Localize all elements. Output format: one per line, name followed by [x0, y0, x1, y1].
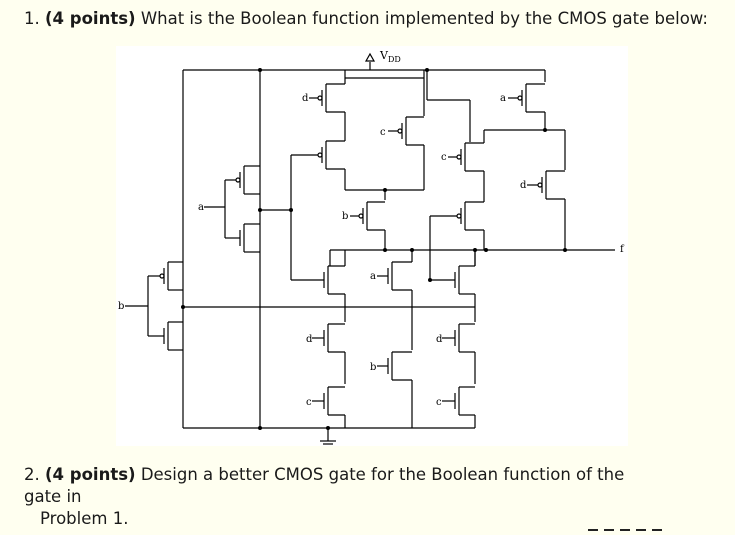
input-a-left: a: [198, 202, 204, 213]
problem-2-text: Design a better CMOS gate for the Boolea…: [24, 465, 625, 506]
input-d-n5: d: [436, 334, 443, 345]
input-c-p2: c: [380, 127, 386, 138]
output-f-label: f: [620, 244, 625, 255]
input-c-n4: c: [306, 397, 312, 408]
input-b-n2: b: [370, 362, 376, 373]
input-a-n1: a: [370, 271, 376, 282]
input-d-n3: d: [306, 334, 313, 345]
input-d-p1: d: [302, 93, 309, 104]
problem-1: 1. (4 points) What is the Boolean functi…: [24, 8, 708, 30]
input-b-p3: b: [342, 211, 348, 222]
problem-2-text-cont: Problem 1.: [40, 509, 129, 528]
input-c-p4: c: [441, 152, 447, 163]
problem-2-number: 2.: [24, 465, 40, 484]
problem-1-points: (4 points): [45, 9, 136, 28]
bottom-dash-marks: [588, 516, 668, 535]
problem-1-text: What is the Boolean function implemented…: [140, 9, 708, 28]
vdd-label: VDD: [379, 49, 401, 64]
input-d-p7: d: [520, 180, 527, 191]
problem-1-number: 1.: [24, 9, 40, 28]
cmos-schematic: VDD b a d c: [116, 46, 628, 448]
problem-2: 2. (4 points) Design a better CMOS gate …: [24, 464, 664, 530]
vdd-symbol: [364, 52, 376, 62]
input-b-left: b: [118, 301, 124, 312]
input-a-p6: a: [500, 93, 506, 104]
input-c-n6: c: [436, 397, 442, 408]
problem-2-points: (4 points): [45, 465, 136, 484]
cmos-schematic-svg: VDD b a d c: [118, 49, 625, 448]
